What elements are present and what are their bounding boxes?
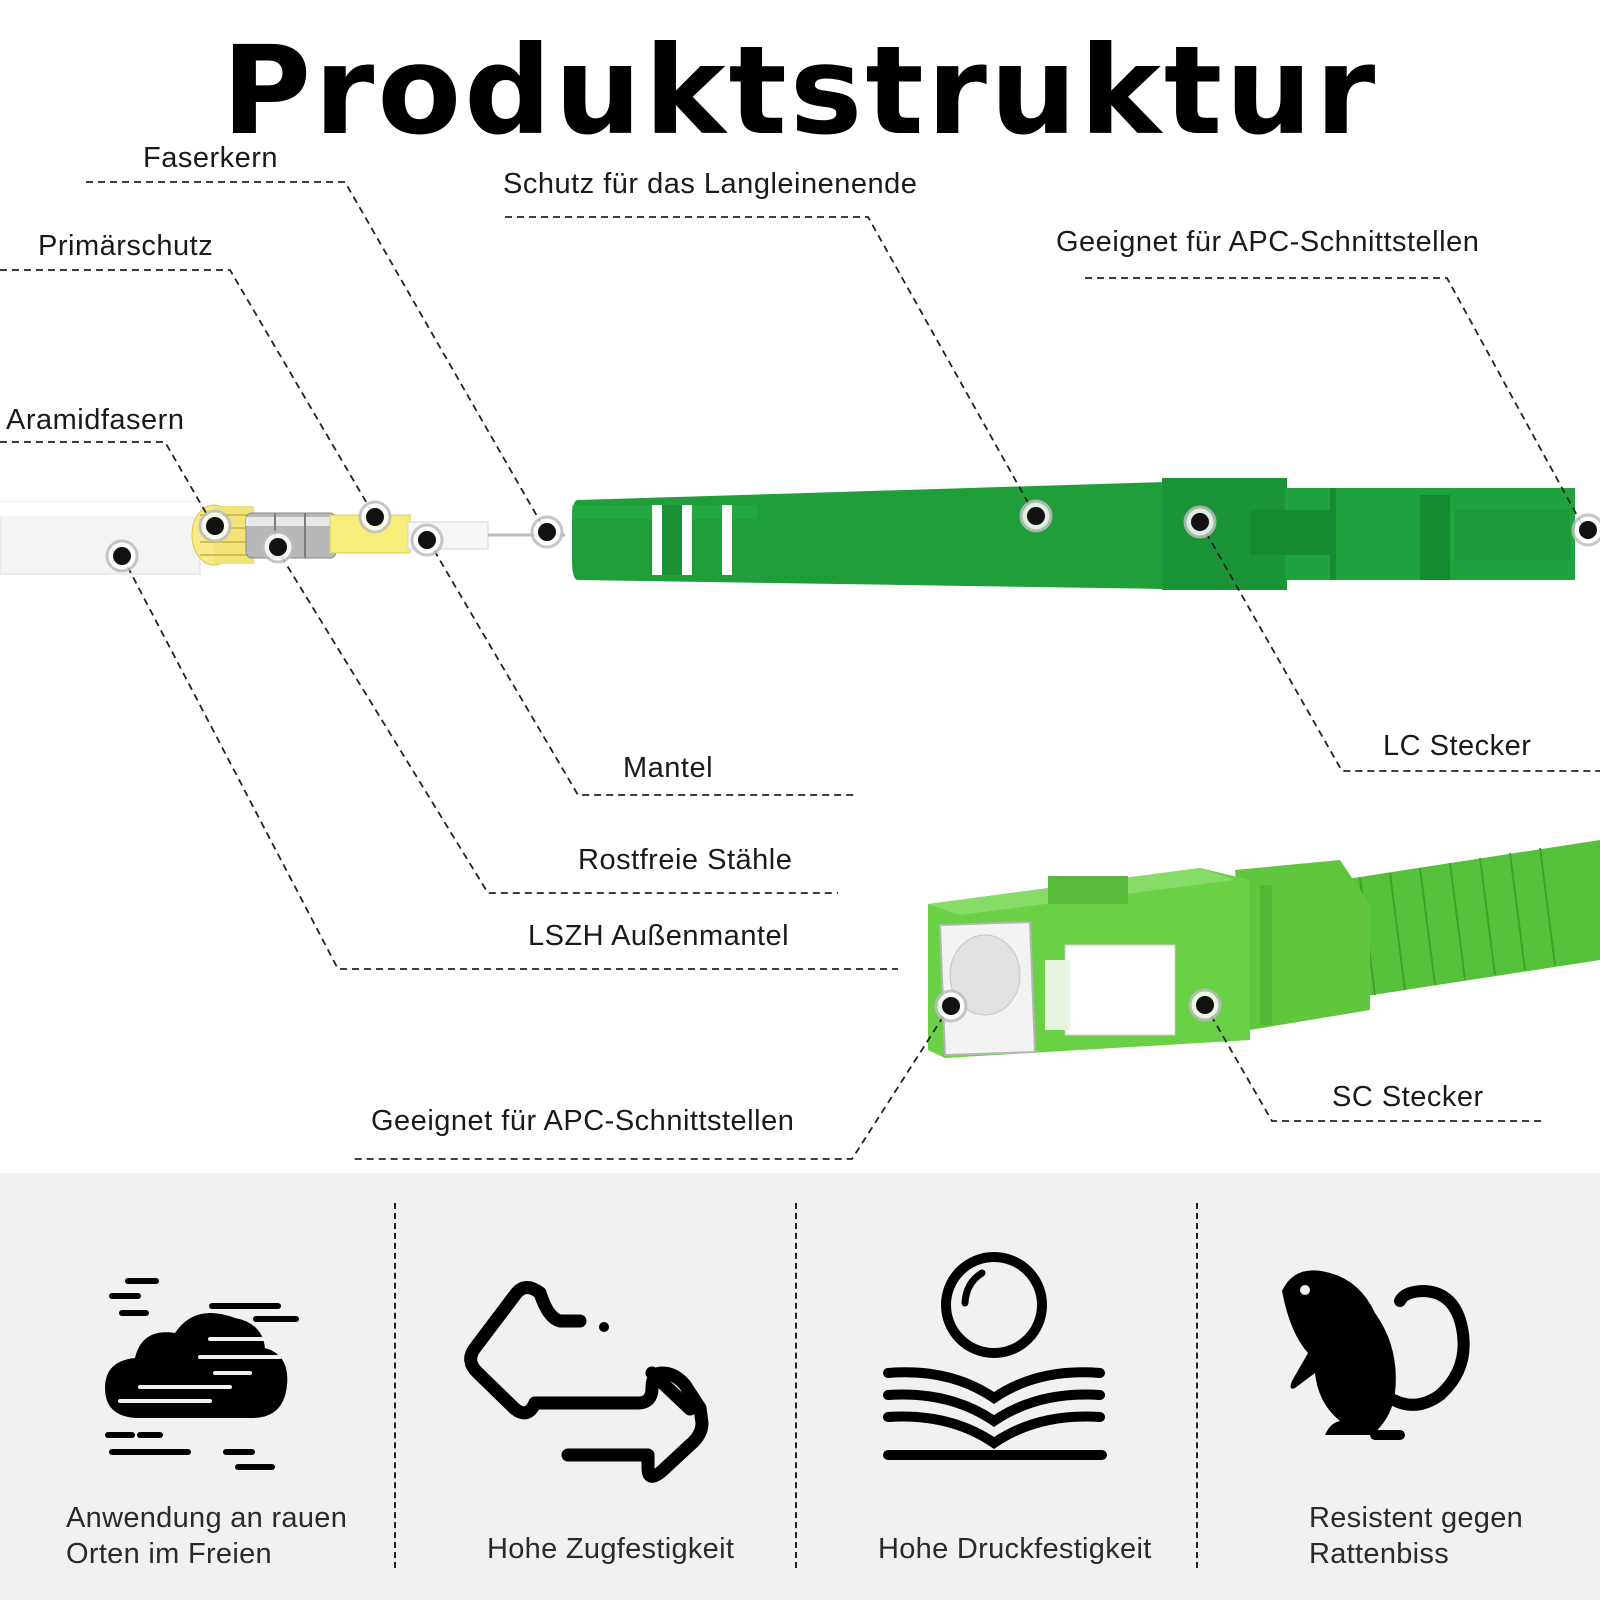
cable-structure-drawing [0,181,1600,1160]
feature-divider [1196,1203,1198,1568]
lszh-outer-jacket [0,501,201,575]
weather-cloud-icon [105,1278,299,1470]
feature-rat-line2: Rattenbiss [1309,1538,1450,1570]
feature-outdoor-line2: Orten im Freien [66,1538,272,1570]
feature-outdoor: Anwendung an rauen Orten im Freien [0,1173,400,1600]
leader-lines [0,181,1600,1160]
page-title: Produktstruktur [221,20,1379,162]
feature-divider [394,1203,396,1568]
feature-compression: Hohe Druckfestigkeit [800,1173,1200,1600]
label-apc-top: Geeignet für APC-Schnittstellen [1056,226,1480,258]
sc-connector [928,840,1600,1058]
feature-tensile: Hohe Zugfestigkeit [400,1173,800,1600]
feature-panel: Anwendung an rauen Orten im Freien Hohe … [0,1173,1600,1600]
label-lc-stecker: LC Stecker [1383,730,1532,762]
feature-rat-resistant: Resistent gegen Rattenbiss [1200,1173,1600,1600]
rat-icon [1282,1270,1470,1440]
pressure-ball-icon [883,1252,1107,1460]
label-faserkern: Faserkern [143,142,279,174]
label-rostfreie-staehle: Rostfreie Stähle [578,844,793,876]
label-mantel: Mantel [623,752,714,784]
feature-compression-line1: Hohe Druckfestigkeit [878,1533,1152,1565]
label-sc-stecker: SC Stecker [1332,1081,1484,1113]
label-primaerschutz: Primärschutz [38,230,214,262]
feature-rat-line1: Resistent gegen [1309,1502,1524,1534]
tension-arrows-icon [464,1281,709,1483]
label-schutz-langleinenende: Schutz für das Langleinenende [503,168,918,200]
label-lszh-aussenmantel: LSZH Außenmantel [528,920,790,952]
feature-divider [795,1203,797,1568]
lc-connector [572,478,1575,590]
label-aramidfasern: Aramidfasern [6,404,185,436]
label-apc-bottom: Geeignet für APC-Schnittstellen [371,1105,795,1137]
feature-tensile-line1: Hohe Zugfestigkeit [487,1533,735,1565]
callout-markers [105,499,1600,1023]
feature-outdoor-line1: Anwendung an rauen [66,1502,348,1534]
